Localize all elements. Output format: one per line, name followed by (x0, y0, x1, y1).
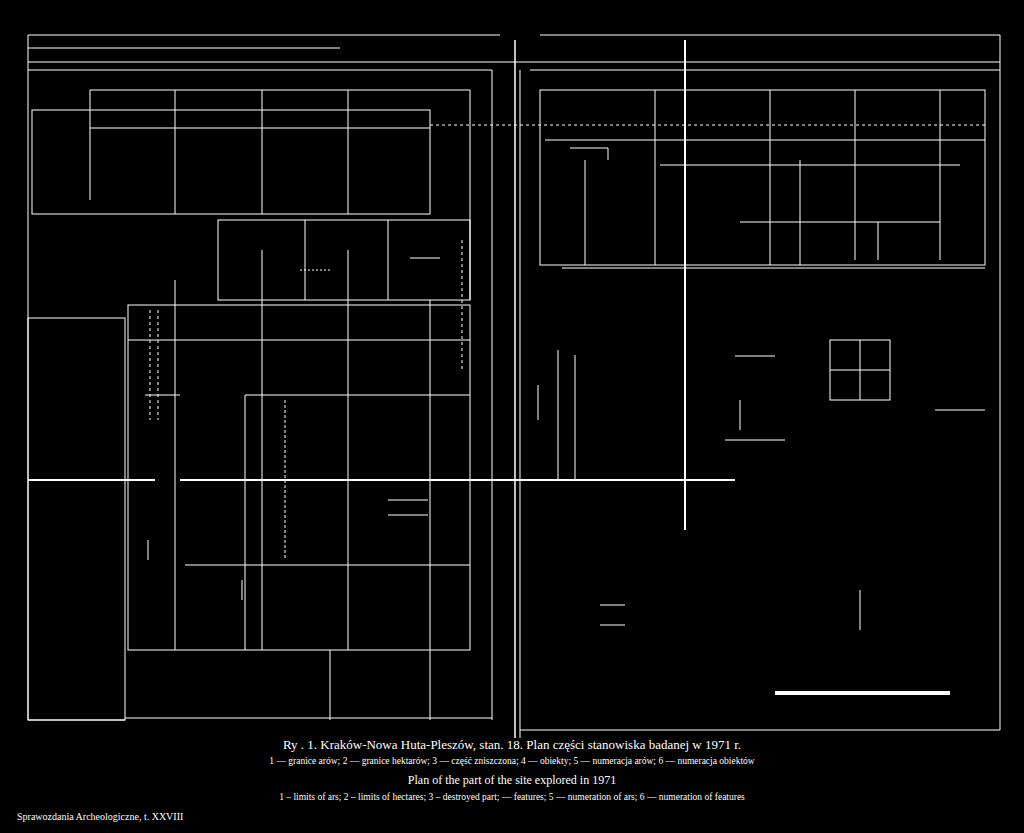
scale-bar (775, 691, 950, 695)
caption-english: Plan of the part of the site explored in… (406, 774, 618, 788)
journal-name: Sprawozdania Archeologiczne, t. XXVIII (15, 811, 185, 823)
legend-polish: 1 — granice arów; 2 — granice hektarów; … (267, 756, 756, 767)
legend-english: 1 – limits of ars; 2 – limits of hectare… (277, 792, 747, 803)
figure-caption: Ry . 1. Kraków-Nowa Huta-Pleszów, stan. … (281, 738, 743, 753)
